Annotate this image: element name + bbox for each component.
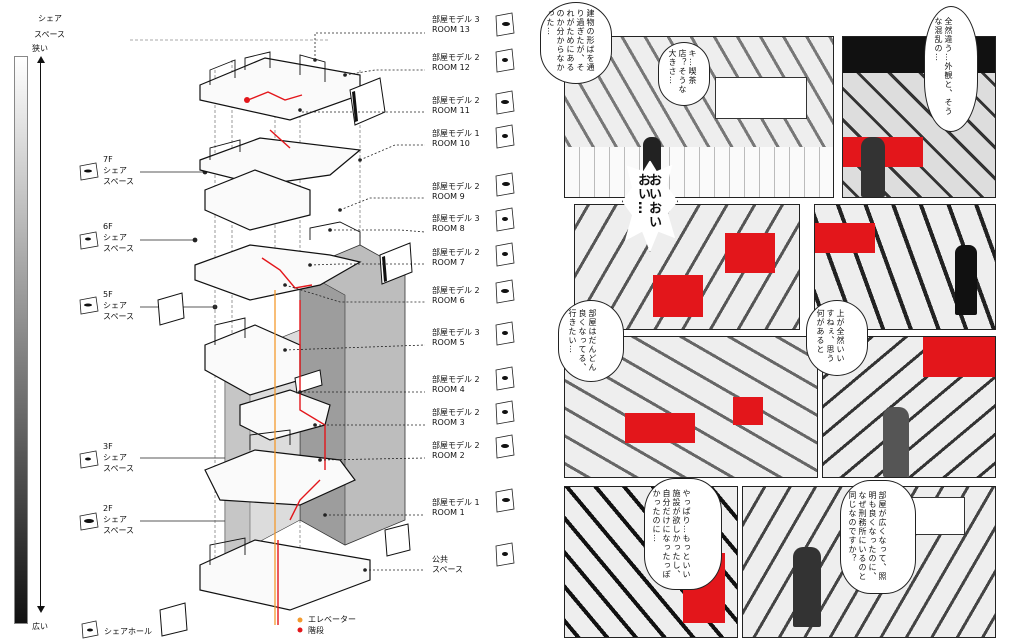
floor-thumbnails xyxy=(79,162,243,639)
speech-bubble-7: やっぱり…もっといい施設が欲しかったし、自分だけになったっぽかったのに… xyxy=(644,478,722,590)
scale-title-2: スペース xyxy=(34,30,66,39)
speech-bubble-1: 建物の形ばを通り過ぎたが、それがためにあるのか分からなかった… xyxy=(540,2,612,84)
scale-arrow xyxy=(40,60,41,608)
panel-2 xyxy=(842,36,996,198)
scale-bottom-label: 広い xyxy=(32,622,48,631)
speech-bubble-6: 上が全然いいすねぇ、思う何があると xyxy=(806,300,868,376)
speech-bubble-3: 全然違う…外観と、そうな混乱の… xyxy=(924,6,978,132)
scale-title: シェア xyxy=(38,14,62,23)
public-space-label: 公共スペース xyxy=(432,555,464,574)
legend-stairs: 階段 xyxy=(308,626,324,635)
room-thumbnails xyxy=(495,12,515,567)
scale-bar xyxy=(14,56,28,624)
speech-bubble-5: 部屋はだんどん良くなってる、行きたい… xyxy=(558,300,624,382)
share-hall-label: シェアホール xyxy=(104,627,152,636)
scale-arrow-head-top xyxy=(37,56,45,63)
speech-bubble-8: 部屋が広くなって、照明も良くなったのに、なぜ刑務所にいるのと同じなのですか？ xyxy=(840,480,916,594)
speech-bubble-2: キ…喫茶店？そうな大きさ… xyxy=(658,42,710,106)
manga-area: 建物の形ばを通り過ぎたが、それがためにあるのか分からなかった… キ…喫茶店？そう… xyxy=(540,0,1024,643)
scale-arrow-head-bottom xyxy=(37,606,45,613)
scale-top-label: 狭い xyxy=(32,44,48,53)
axonometric-building xyxy=(130,32,426,637)
shout-bubble-4: おいおいおい… xyxy=(622,160,678,252)
legend-elevator: エレベーター xyxy=(308,615,356,624)
panel-4 xyxy=(814,204,996,330)
